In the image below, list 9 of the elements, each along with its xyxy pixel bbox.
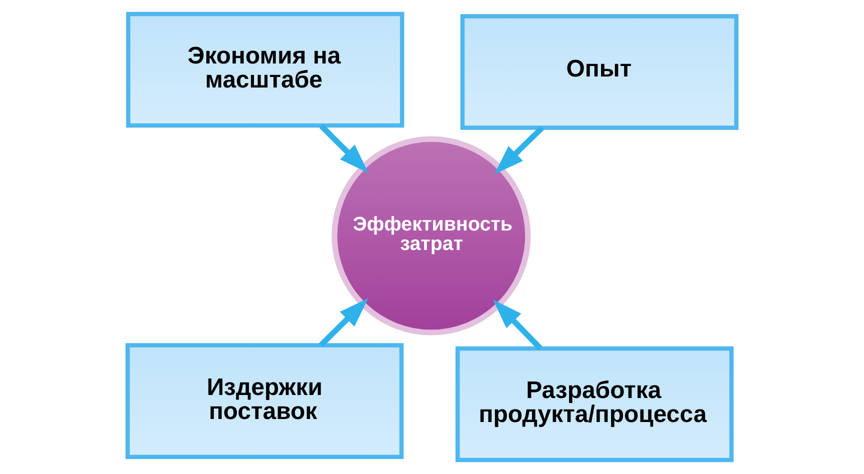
node-circle: Эффективность затрат xyxy=(332,136,531,336)
node-box: Издержки поставок xyxy=(126,343,404,459)
arrow xyxy=(319,124,368,173)
arrow xyxy=(494,126,544,174)
arrow xyxy=(493,300,542,350)
node-box: Экономия на масштабе xyxy=(126,12,404,128)
arrow xyxy=(318,298,368,348)
node-box: Опыт xyxy=(460,14,738,130)
node-box: Разработка продукта/процесса xyxy=(456,346,734,462)
